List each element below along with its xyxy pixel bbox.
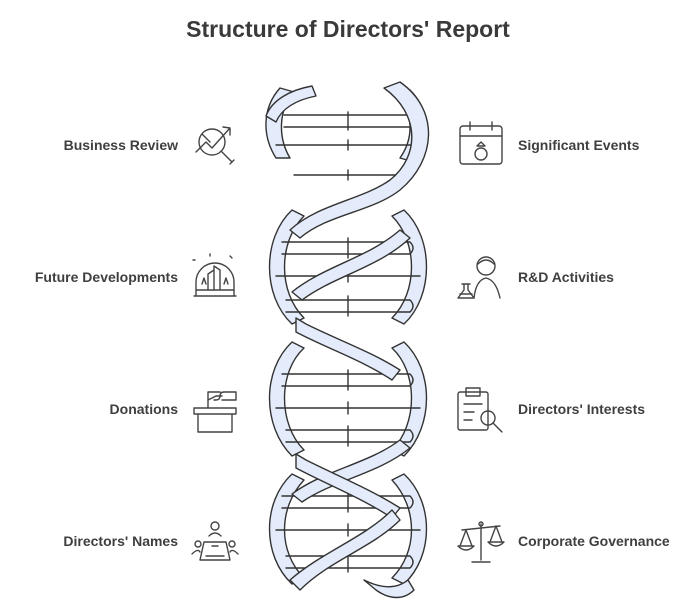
label-rd-activities: R&D Activities <box>518 269 614 285</box>
page-title: Structure of Directors' Report <box>186 16 510 42</box>
label-corporate-governance: Corporate Governance <box>518 533 670 549</box>
label-future-developments: Future Developments <box>34 269 178 285</box>
label-directors-interests: Directors' Interests <box>518 401 646 417</box>
helix-back-strand <box>265 87 428 585</box>
clipboard-search-icon <box>457 387 503 433</box>
label-business-review: Business Review <box>63 137 178 153</box>
label-directors-names: Directors' Names <box>63 533 178 549</box>
helix-front-strand <box>265 81 430 599</box>
label-donations: Donations <box>109 401 178 417</box>
label-significant-events: Significant Events <box>518 137 640 153</box>
growth-magnifier-icon <box>195 126 235 165</box>
calendar-ring-icon <box>459 121 503 165</box>
donation-box-icon <box>193 391 237 433</box>
meeting-table-icon <box>191 521 239 561</box>
scientist-flask-icon <box>457 256 501 299</box>
scales-icon <box>457 521 505 563</box>
city-dome-icon <box>192 253 237 297</box>
